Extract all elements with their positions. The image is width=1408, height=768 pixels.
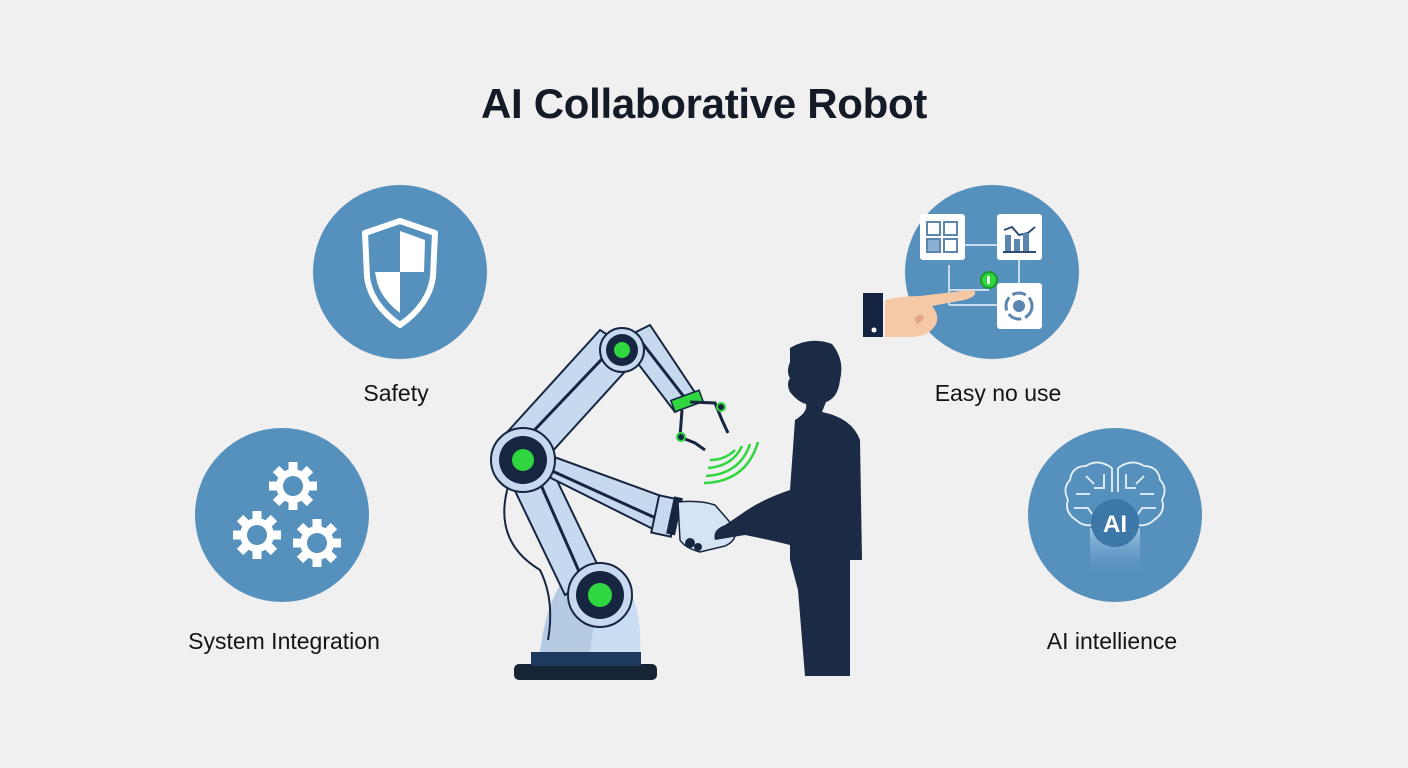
pointing-hand-icon <box>863 290 976 337</box>
ai-badge: AI <box>1103 511 1127 538</box>
signal-waves <box>703 441 760 485</box>
system-circle <box>195 428 369 602</box>
page-title: AI Collaborative Robot <box>480 80 928 127</box>
ai-circle: AI <box>1028 428 1202 602</box>
ai-label: AI intellience <box>1046 628 1178 654</box>
shield-icon <box>362 218 438 328</box>
touch-dashboard-icon <box>920 214 1042 329</box>
easy-label: Easy no use <box>934 380 1062 406</box>
system-label: System Integration <box>188 628 380 654</box>
ai-brain-icon: AI <box>1064 461 1166 578</box>
human-silhouette <box>714 340 862 676</box>
safety-circle <box>313 185 487 359</box>
gripper <box>669 389 730 452</box>
robot-arm <box>490 323 737 680</box>
easy-circle <box>905 185 1079 359</box>
safety-label: Safety <box>363 380 429 406</box>
